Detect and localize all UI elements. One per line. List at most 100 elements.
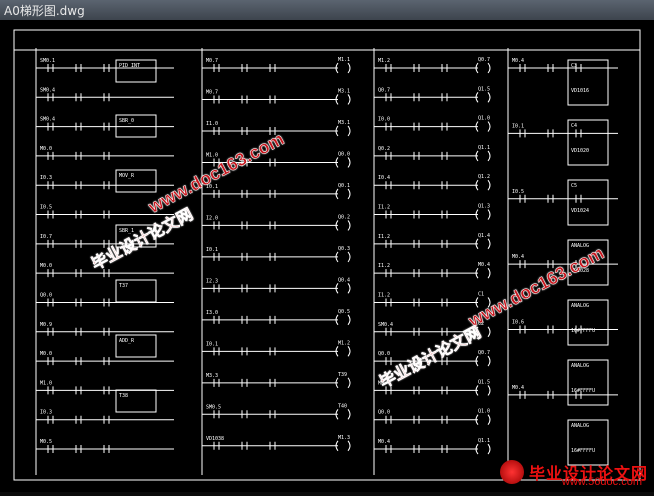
- coil-label: Q0.2: [338, 214, 350, 220]
- contact-label: M1.0: [206, 152, 218, 158]
- function-block: [567, 299, 609, 346]
- coil: [475, 326, 491, 338]
- contact-label: M0.4: [378, 380, 390, 386]
- contact-label: SM0.4: [378, 322, 393, 328]
- logo-icon: [500, 460, 524, 484]
- contact-label: I2.0: [206, 215, 218, 221]
- contact-label: M3.3: [206, 373, 218, 379]
- block-label: ANALOG: [571, 363, 589, 369]
- contact-label: I0.3: [40, 410, 52, 416]
- contact-label: Q0.0: [378, 351, 390, 357]
- function-block: [115, 279, 157, 303]
- title-bar: A0梯形图.dwg: [0, 0, 654, 21]
- corner-logo: 毕业设计论文网 www.56doc.com: [500, 460, 650, 490]
- coil: [475, 62, 491, 74]
- contact-label: M0.0: [40, 263, 52, 269]
- coil-label: T39: [338, 372, 347, 378]
- block-value: VD1016: [571, 88, 589, 94]
- block-value: 16#FFFFU: [571, 448, 595, 454]
- block-value: VD1020: [571, 148, 589, 154]
- coil-label: Q1.2: [478, 174, 490, 180]
- function-block: [567, 59, 609, 106]
- coil-label: Q0.3: [338, 246, 350, 252]
- coil-label: Q0.0: [338, 151, 350, 157]
- contact-label: I0.1: [512, 123, 524, 129]
- contact-label: Q0.7: [378, 87, 390, 93]
- block-value: 16#FFFFU: [571, 328, 595, 334]
- contact-label: SM0.1: [40, 58, 55, 64]
- coil-label: Q0.5: [338, 309, 350, 315]
- contact-label: M0.4: [512, 254, 524, 260]
- contact-label: I0.4: [378, 175, 390, 181]
- coil: [475, 414, 491, 426]
- block-label: MOV_R: [119, 173, 135, 179]
- coil: [335, 157, 351, 168]
- coil: [335, 94, 351, 105]
- block-label: SBR_1: [119, 228, 134, 234]
- coil-label: Q1.5: [478, 86, 490, 92]
- coil: [335, 62, 351, 74]
- block-label: SBR_0: [119, 118, 134, 124]
- contact-label: Q0.2: [378, 146, 390, 152]
- coil: [475, 91, 491, 103]
- window-title: A0梯形图.dwg: [4, 4, 85, 18]
- coil-label: M0.4: [478, 262, 490, 268]
- coil: [335, 440, 351, 452]
- coil: [475, 150, 491, 162]
- coil: [475, 238, 491, 250]
- coil-label: M1.2: [338, 340, 350, 346]
- contact-label: M0.5: [40, 439, 52, 445]
- block-label: ANALOG: [571, 243, 589, 249]
- function-block: [115, 169, 157, 193]
- coil-label: M1.1: [338, 57, 350, 63]
- coil: [475, 209, 491, 220]
- coil-label: T40: [338, 403, 347, 409]
- coil: [475, 355, 491, 367]
- contact-label: I0.5: [40, 205, 52, 211]
- function-block: [567, 239, 609, 286]
- contact-label: M1.2: [378, 58, 390, 64]
- contact-label: SM0.4: [40, 117, 55, 123]
- contact-label: I0.1: [206, 184, 218, 190]
- contact-label: I0.5: [512, 189, 524, 195]
- block-label: ADD_R: [119, 338, 135, 344]
- coil-label: Q1.0: [478, 116, 490, 122]
- corner-url: www.56doc.com: [561, 476, 642, 488]
- contact-label: M0.7: [206, 89, 218, 95]
- contact-label: VD1038: [206, 436, 224, 442]
- contact-label: M0.0: [40, 146, 52, 152]
- contact-label: I0.7: [40, 234, 52, 240]
- block-label: T37: [119, 283, 128, 289]
- coil-label: Q1.3: [478, 204, 490, 210]
- coil: [475, 443, 491, 455]
- contact-label: M1.0: [40, 380, 52, 386]
- block-label: C5: [571, 183, 577, 189]
- coil: [475, 297, 491, 308]
- contact-label: I1.2: [378, 292, 390, 298]
- coil-label: Q0.7: [478, 57, 490, 63]
- coil: [335, 188, 351, 200]
- coil-label: Q1.1: [478, 438, 490, 444]
- contact-label: I0.1: [206, 341, 218, 347]
- coil: [475, 121, 491, 132]
- coil-label: C2: [478, 321, 484, 327]
- contact-label: I1.2: [378, 234, 390, 240]
- coil: [335, 377, 351, 389]
- block-label: C3: [571, 63, 577, 69]
- coil-label: Q0.4: [338, 277, 350, 283]
- coil: [335, 125, 351, 137]
- function-block: [567, 359, 609, 406]
- coil: [335, 346, 351, 357]
- function-block: [115, 334, 157, 358]
- block-label: T38: [119, 393, 128, 399]
- coil: [475, 267, 491, 279]
- contact-label: M0.9: [40, 322, 52, 328]
- coil-label: Q0.7: [478, 350, 490, 356]
- function-block: [115, 389, 157, 413]
- contact-label: M0.4: [378, 439, 390, 445]
- contact-label: I1.0: [206, 121, 218, 127]
- coil-label: Q1.4: [478, 233, 490, 239]
- function-block: [567, 419, 609, 466]
- coil-label: M1.3: [338, 435, 350, 441]
